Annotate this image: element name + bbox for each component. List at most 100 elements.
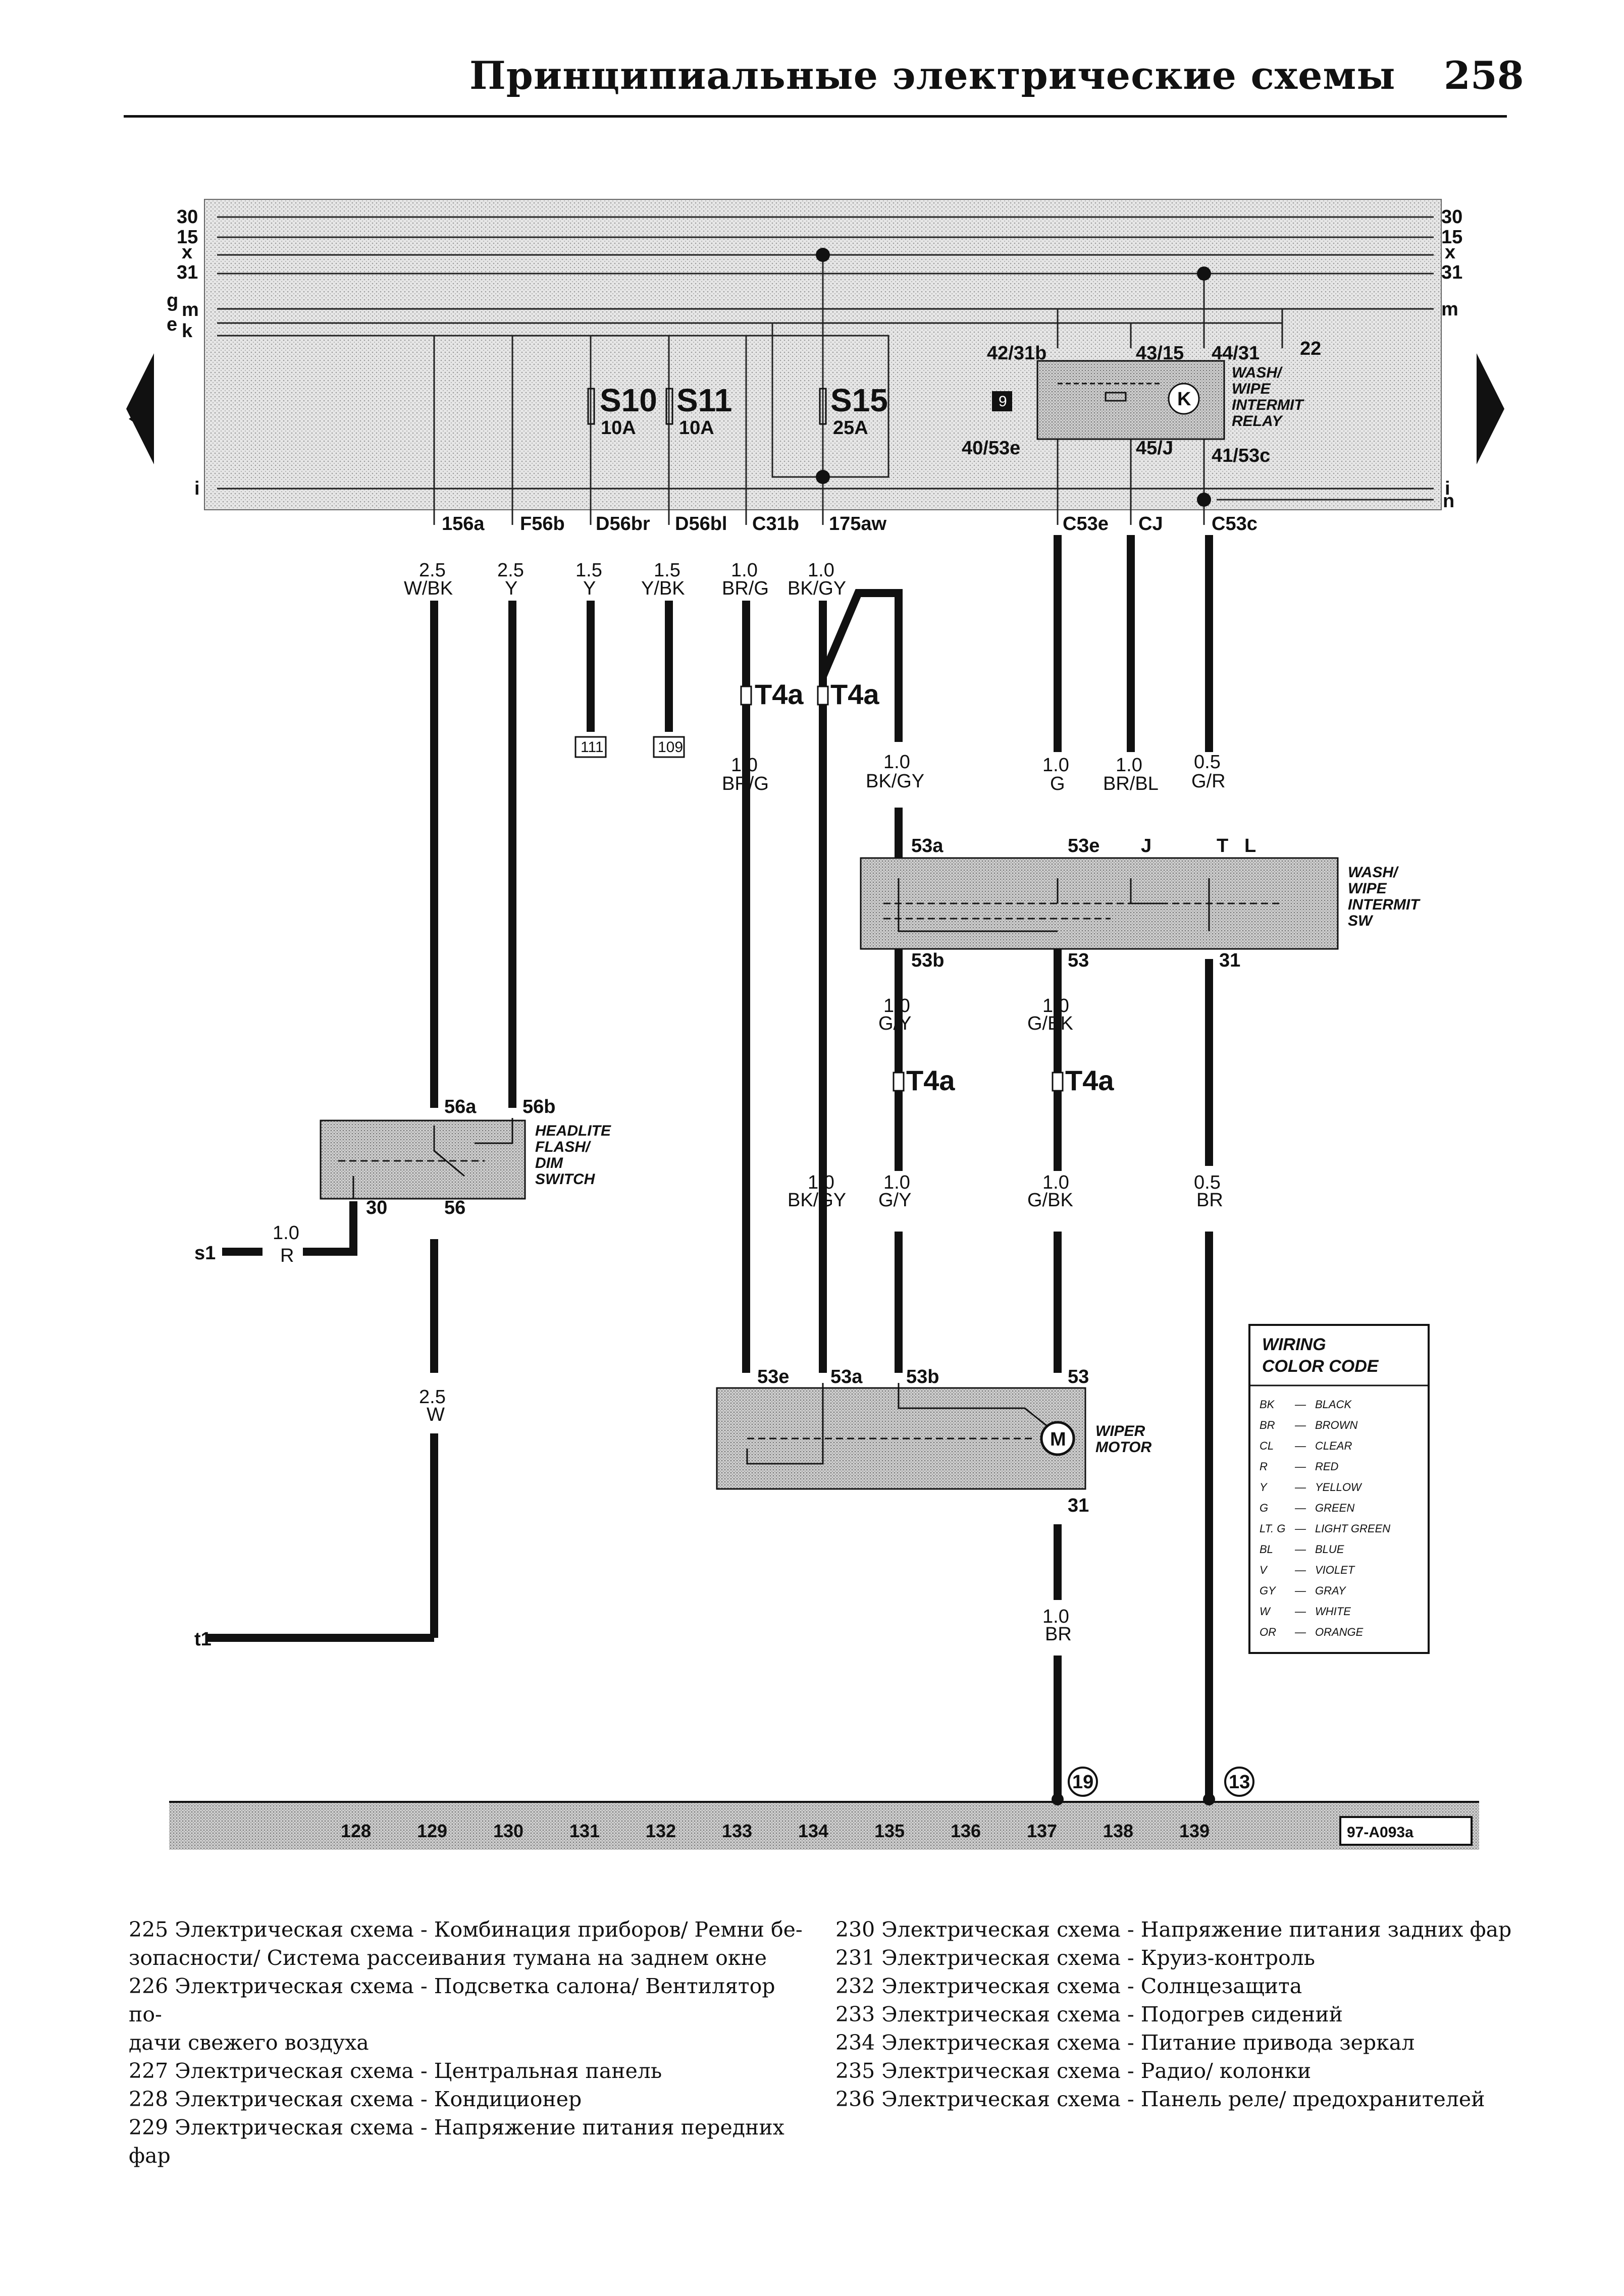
connector-c53e: C53e [1063, 513, 1109, 535]
caption-item: 236 Электрическая схема - Панель реле/ п… [835, 2087, 1485, 2111]
wire-c31b-size: 1.0 [731, 560, 758, 581]
legend-entry: GY—GRAY [1260, 1584, 1346, 1597]
legend-dash: — [1294, 1481, 1306, 1493]
off-page-t1: t1 [194, 1629, 212, 1650]
bus-label-g-left: g [167, 290, 178, 311]
bus-label-30-right: 30 [1441, 206, 1462, 228]
wire-bkgy-mid-size: 1.0 [883, 752, 910, 773]
fuse-s15-rating: 25A [833, 417, 868, 439]
scale-number: 136 [951, 1821, 981, 1841]
wire-motor31-size: 1.0 [1042, 1606, 1069, 1627]
wiring-diagram: 30 15 x 31 g m e k i 30 15 x 31 m i n [126, 199, 1504, 1850]
relay-coil-symbol: K [1177, 389, 1191, 410]
motor-symbol-letter: M [1050, 1429, 1066, 1450]
legend-code: BR [1260, 1419, 1275, 1431]
scale-number: 138 [1103, 1821, 1133, 1841]
legend-entry: CL—CLEAR [1260, 1439, 1352, 1452]
legend-dash: — [1294, 1419, 1306, 1431]
legend-name: ORANGE [1315, 1626, 1364, 1638]
legend-title-1: WIRING [1262, 1335, 1326, 1354]
legend-name: RED [1315, 1460, 1339, 1473]
relay-label-1: WASH/ [1232, 364, 1283, 381]
legend-code: BL [1260, 1543, 1273, 1556]
wire-175aw-size: 1.0 [808, 560, 834, 581]
wire-brg-low-size: 1.0 [731, 755, 758, 776]
wiring-color-legend: WIRING COLOR CODE BK—BLACKBR—BROWNCL—CLE… [1248, 1324, 1430, 1654]
relay-pin-42-31b: 42/31b [987, 343, 1046, 364]
wash-switch-pin-53a: 53a [911, 835, 944, 857]
scale-number: 129 [417, 1821, 447, 1841]
legend-name: GREEN [1315, 1502, 1354, 1514]
caption-item: 226 Электрическая схема - Подсветка сало… [129, 1974, 775, 2026]
wash-switch-pin-j: J [1141, 835, 1151, 857]
caption-item: 229 Электрическая схема - Напряжение пит… [129, 2115, 784, 2168]
wire-156a-size: 2.5 [419, 560, 446, 581]
off-page-s1: s1 [194, 1243, 216, 1264]
legend-entry: BL—BLUE [1260, 1543, 1344, 1556]
wire-f56b-size: 2.5 [497, 560, 524, 581]
legend-code: R [1260, 1460, 1268, 1473]
wire-gy-low-size: 1.0 [883, 1172, 910, 1193]
bus-label-k-left: k [182, 321, 193, 342]
wire-c53e-size: 1.0 [1042, 755, 1069, 776]
scale-number: 132 [646, 1821, 676, 1841]
connector-f56b: F56b [520, 513, 565, 535]
connector-c31b: C31b [752, 513, 799, 535]
t4a-label-1: T4a [755, 678, 804, 710]
wire-c31b-color: BR/G [722, 578, 769, 599]
ground-19: 19 [1072, 1772, 1093, 1793]
legend-entry: G—GREEN [1260, 1502, 1354, 1514]
legend-name: BROWN [1315, 1419, 1357, 1431]
wiper-motor: M WIPER MOTOR 53e 53a 53b 53 31 [716, 1366, 1151, 1516]
legend-code: GY [1260, 1584, 1276, 1597]
connector-d56br: D56br [596, 513, 650, 535]
legend-name: LIGHT GREEN [1315, 1522, 1390, 1535]
caption-item: 233 Электрическая схема - Подогрев сиден… [835, 2002, 1343, 2026]
caption-item: 231 Электрическая схема - Круиз-контроль [835, 1946, 1316, 1970]
wire-175aw-color: BK/GY [788, 578, 846, 599]
bus-label-i-right: i [1445, 478, 1450, 499]
headlite-pin-56a: 56a [444, 1096, 477, 1117]
wire-cj-size: 1.0 [1116, 755, 1142, 776]
wire-br-low-size: 0.5 [1194, 1172, 1221, 1193]
legend-code: V [1260, 1564, 1268, 1576]
legend-entry: V — VIOLET [1260, 1564, 1355, 1576]
wire-brg-low-color: BR/G [722, 773, 769, 794]
wire-bkgy-mid-color: BK/GY [866, 771, 924, 792]
caption-item: 225 Электрическая схема - Комбинация при… [129, 1917, 803, 1942]
legend-code: BK [1260, 1398, 1275, 1411]
legend-dash: — [1294, 1564, 1306, 1576]
legend-code: CL [1260, 1439, 1274, 1452]
caption-item: дачи свежего воздуха [129, 2031, 369, 2055]
wire-156a-color: W/BK [404, 578, 453, 599]
t4a-label-3: T4a [906, 1064, 955, 1096]
relay-label-4: RELAY [1232, 413, 1283, 430]
headlite-pin-30: 30 [366, 1197, 387, 1218]
motor-pin-53b: 53b [906, 1366, 939, 1387]
next-page-arrow-shape[interactable] [1477, 353, 1504, 464]
wash-switch-label-1: WASH/ [1348, 864, 1399, 881]
wire-s1-size: 1.0 [273, 1222, 299, 1244]
figure-reference-code: 97-A093a [1347, 1824, 1413, 1841]
caption-item: 227 Электрическая схема - Центральная па… [129, 2059, 662, 2083]
ref-box-111: 111 [574, 736, 607, 758]
bus-label-15-right: 15 [1441, 227, 1462, 248]
fuse-s15-name: S15 [830, 382, 888, 418]
legend-name: VIOLET [1315, 1564, 1355, 1576]
scale-number: 130 [493, 1821, 523, 1841]
ground-markers: 19 13 [1068, 1767, 1254, 1797]
legend-name: BLUE [1315, 1543, 1344, 1556]
bus-label-x-right: x [1445, 242, 1455, 263]
motor-pin-31: 31 [1068, 1495, 1089, 1516]
headlite-flash-dim-switch: HEADLITE FLASH/ DIM SWITCH 56a 56b 30 56 [320, 1096, 611, 1218]
wire-bkgy-low-color: BK/GY [788, 1190, 846, 1211]
relay-label-3: INTERMIT [1232, 397, 1304, 413]
legend-entry: BK—BLACK [1260, 1398, 1352, 1411]
caption-list-right: 230 Электрическая схема - Напряжение пит… [835, 1915, 1532, 2113]
bus-label-m-right: m [1441, 299, 1458, 320]
wire-d56br-color: Y [583, 578, 596, 599]
bus-label-m-left: m [182, 299, 199, 321]
t4a-label-4: T4a [1065, 1064, 1114, 1096]
fuse-s10-name: S10 [600, 382, 657, 418]
